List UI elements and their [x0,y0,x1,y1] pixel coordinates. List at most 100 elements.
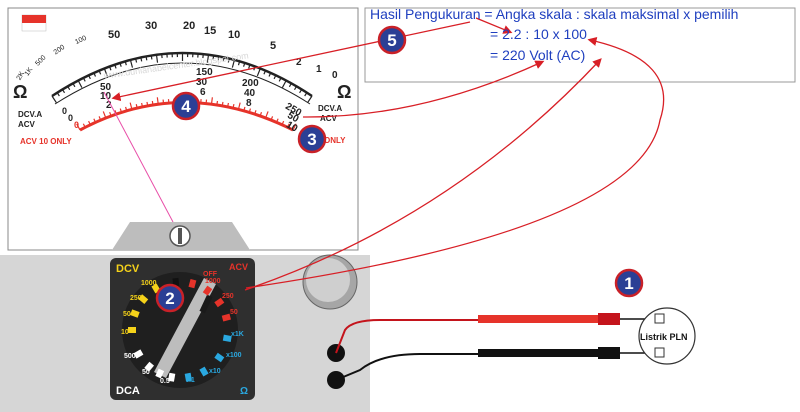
red-probe [478,315,598,323]
scale-tick [88,75,91,80]
scale-tick-red [259,112,263,117]
scale-tick-red [237,102,241,110]
scale-tick [140,57,143,62]
dial-dcv-10: 10 [121,329,129,336]
zero-adjust-slot [178,228,182,244]
acv10-label-right: ONLY [324,136,346,145]
dial-dca-05: 0.5 [160,378,170,385]
ohm-label-1k: 1K [24,66,35,77]
dcv-scale-6: 6 [200,87,206,98]
scale-tick [114,64,117,69]
outlet-label: Listrik PLN [640,332,688,342]
ohm-label-5: 5 [270,40,276,52]
scale-tick [61,89,66,94]
dial-dcv-1000: 1000 [141,280,157,287]
dcv-scale-10b: 10 [284,120,300,135]
meter-face [7,7,359,251]
dial-segment [184,372,192,382]
ohm-symbol-left: Ω [13,82,27,102]
dial-segment [172,277,180,287]
dial-dcv-label: DCV [116,263,140,275]
dcv-scale-50b: 50 [285,110,301,125]
dcv-scale-2: 2 [106,100,112,111]
scale-tick [135,58,138,63]
acv-label-left: ACV [18,120,36,129]
marker-4-circle [171,91,201,121]
ohm-label-15: 15 [204,25,216,37]
scale-tick-red [135,104,138,109]
dial-segment [222,334,232,342]
dcva-label-right: DCV.A [318,104,342,113]
marker-1-label: 1 [624,274,633,293]
dial-segment [221,313,232,322]
scale-tick-red [146,101,149,106]
zero-left-2: 0 [68,113,73,123]
scale-tick [237,61,241,66]
formula-line-3: = 220 Volt (AC) [490,47,586,63]
scale-tick-red [275,118,279,123]
scale-tick-red [227,102,230,108]
scale-tick [288,83,292,88]
dial-ohm-x1k: x1K [231,331,244,338]
dcv-scale-50: 50 [100,82,112,93]
scale-tick-red [129,102,133,110]
ohm-symbol-right: Ω [337,82,351,102]
dial-acv-250: 250 [222,293,234,300]
dial-dcv-50: 50 [123,311,131,318]
scale-tick [222,57,225,62]
scale-tick-red [281,120,285,126]
ohm-label-0: 0 [332,70,338,81]
scale-tick-red [210,97,213,105]
dial-segment [168,372,176,382]
selector-pointer-slot [199,294,213,314]
dial-ohm-x100: x100 [226,352,242,359]
dial-segment [199,366,209,377]
scale-tick [108,66,112,71]
scale-tick [299,89,303,94]
scale-tick [307,95,313,103]
scale-tick-red [232,104,235,109]
dcv-scale-40: 40 [244,88,256,99]
black-probe-grip [598,347,620,359]
dial-segment [144,361,155,372]
scale-tick-red [151,100,154,106]
scale-tick-red [286,123,290,128]
marker-5-label: 5 [387,31,396,50]
dial-ohm-x10: x10 [209,368,221,375]
scale-tick-red [76,123,81,131]
marker-1-circle [614,268,644,298]
acv-label-right: ACV [320,114,338,123]
scale-tick-red [114,110,117,115]
scale-tick [129,59,134,68]
scale-tick-red [141,102,144,108]
dcv-scale-10: 10 [100,91,112,102]
ohm-label-1: 1 [316,64,322,75]
dcv-scale-8: 8 [246,98,252,109]
black-probe [478,349,598,357]
scale-tick [82,77,86,82]
scale-tick-red [221,101,224,106]
pln-outlet [638,307,696,365]
dial-dca-500: 500 [124,353,136,360]
scale-tick [248,64,251,69]
marker-3-circle [297,124,327,154]
formula-line-1: Hasil Pengukuran = Angka skala : skala m… [370,6,739,22]
selector-switch[interactable] [154,278,216,378]
scale-tick-red [82,123,86,128]
dial-acv-50: 50 [230,309,238,316]
ohm-label-10: 10 [228,29,240,41]
dial-ohm-label: Ω [240,386,248,397]
arrow-2-to-scale [244,58,602,291]
outlet-hole-bottom [654,347,665,358]
dial-segment [133,349,144,359]
dial-segment [214,352,225,363]
scale-tick [155,54,159,63]
scale-tick [103,68,108,77]
scale-tick-red [243,106,246,111]
ohm-label-100: 100 [74,35,88,46]
arrow-reading-to-formula [111,21,471,102]
scale-tick-red [119,108,123,113]
marker-2-circle [155,283,185,313]
dial-segment [202,285,213,296]
